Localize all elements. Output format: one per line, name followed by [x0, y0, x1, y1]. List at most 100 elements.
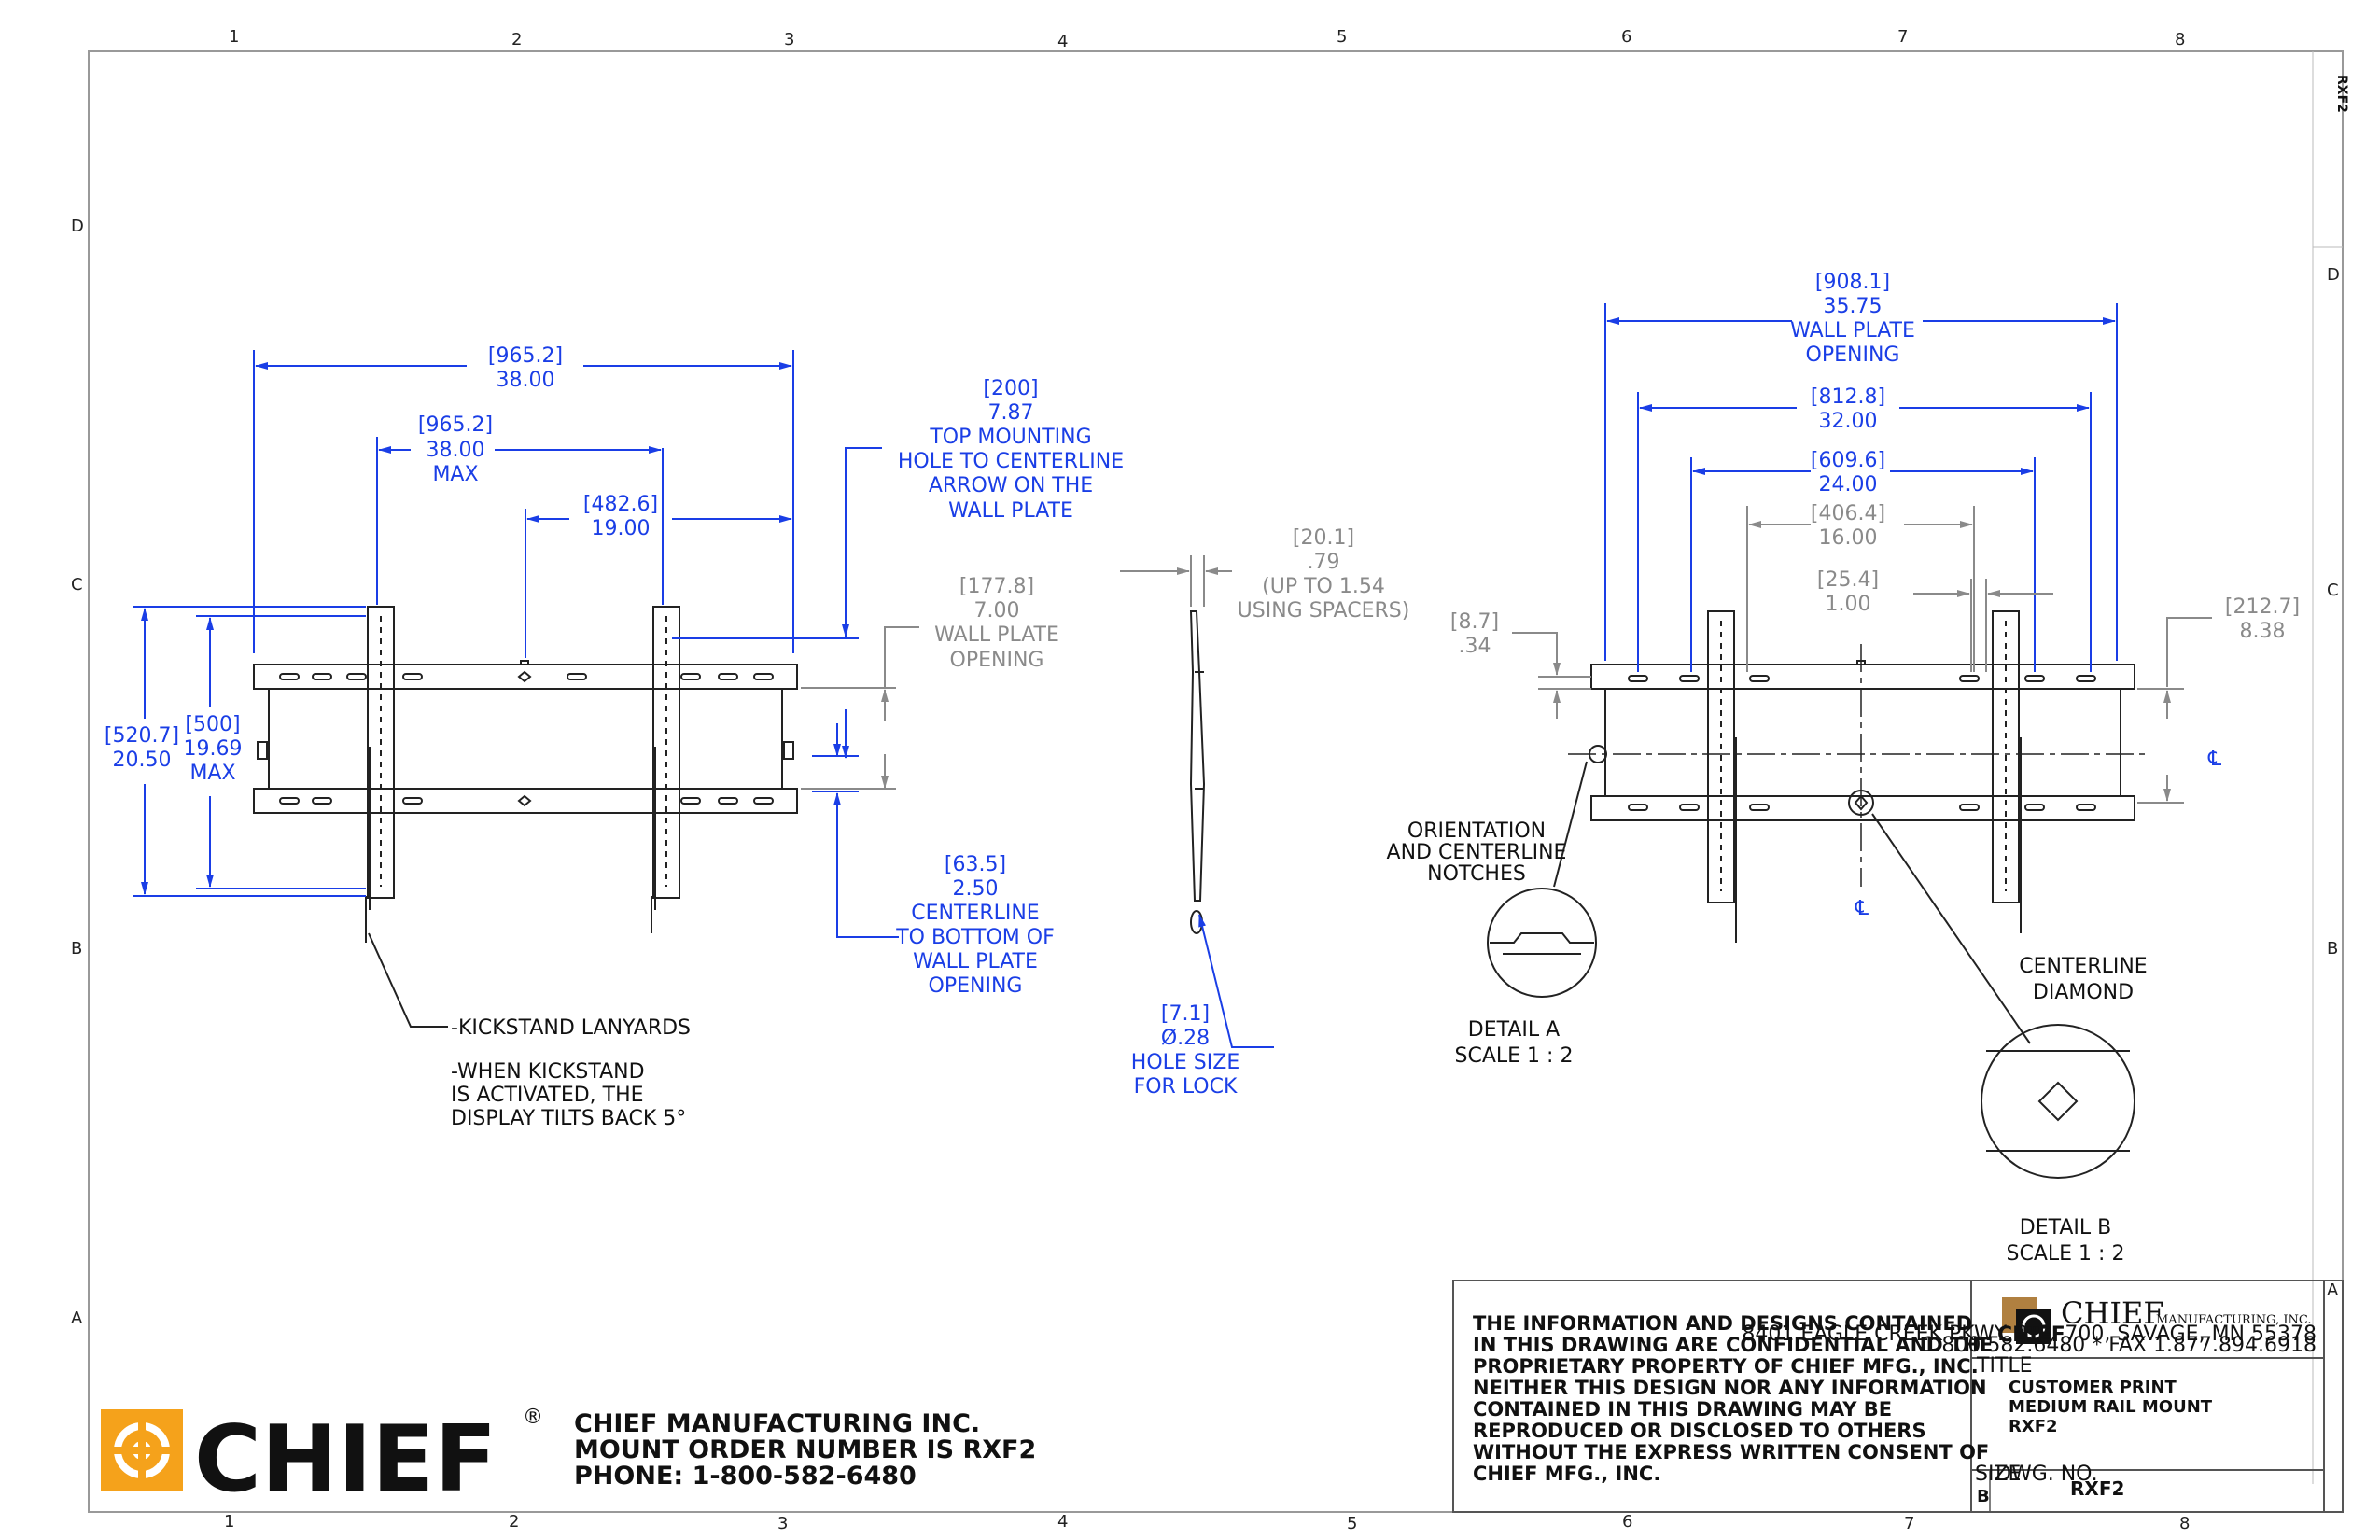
dim-24-metric: [609.6] — [1811, 449, 1885, 472]
note-tilt-line3: DISPLAY TILTS BACK 5° — [451, 1107, 686, 1130]
col-label-bottom: 3 — [777, 1514, 788, 1533]
col-label-bottom: 5 — [1347, 1514, 1357, 1533]
title-line3: RXF2 — [2009, 1417, 2058, 1436]
detail-a-scale: SCALE 1 : 2 — [1455, 1044, 1574, 1068]
drawing-text: REPRODUCED OR DISCLOSED TO OTHERS — [1473, 1420, 1926, 1442]
col-label-top: 1 — [229, 27, 239, 47]
dim-centerline-bottom-line1: CENTERLINE — [911, 902, 1039, 925]
dim-max-width-imperial: 38.00 — [427, 439, 485, 462]
small-logo-word: CHIEF — [2061, 1295, 2164, 1331]
orientation-note-2: AND CENTERLINE — [1387, 841, 1567, 864]
col-label-top: 6 — [1621, 27, 1631, 47]
small-logo-mfg: MANUFACTURING, INC. — [2156, 1313, 2312, 1327]
note-tilt-line2: IS ACTIVATED, THE — [451, 1084, 644, 1107]
dim-838-imperial: 8.38 — [2240, 620, 2286, 643]
dim-24-imperial: 24.00 — [1819, 473, 1878, 497]
dim-max-height-note: MAX — [189, 762, 235, 785]
dim-wall-plate-line1: WALL PLATE — [1790, 319, 1915, 343]
col-label-top: 4 — [1057, 32, 1068, 51]
chief-logo-reg: ® — [523, 1406, 543, 1429]
front-view: [965.2] 38.00 [965.2] 38.00 MAX [482.6] … — [105, 344, 1124, 1130]
dim-half-width-metric: [482.6] — [583, 493, 658, 516]
orientation-note-3: NOTCHES — [1427, 862, 1526, 886]
dim-centerline-bottom-line2: TO BOTTOM OF — [895, 926, 1055, 949]
dim-depth-imperial: .79 — [1308, 551, 1340, 574]
col-label-top: 5 — [1337, 27, 1347, 47]
row-label-right: A — [2327, 1281, 2339, 1300]
dim-838-metric: [212.7] — [2225, 595, 2300, 619]
dim-32-metric: [812.8] — [1811, 385, 1885, 409]
dim-top-mounting-line1: TOP MOUNTING — [929, 426, 1091, 449]
dim-overall-height-metric: [520.7] — [105, 724, 179, 748]
dim-top-mounting-line2: HOLE TO CENTERLINE — [898, 450, 1124, 473]
small-logo-sub: CHIEF — [1997, 1323, 2065, 1347]
dim-wall-plate-imperial: 35.75 — [1824, 295, 1883, 318]
chief-logo-mark — [101, 1409, 183, 1491]
col-label-bottom: 6 — [1622, 1512, 1632, 1532]
row-label-left: A — [71, 1309, 83, 1328]
dim-hole-line1: HOLE SIZE — [1131, 1051, 1239, 1074]
centerline-diamond-2: DIAMOND — [2033, 981, 2134, 1004]
dim-centerline-bottom-line3: WALL PLATE — [913, 950, 1038, 973]
dim-depth-note2: USING SPACERS) — [1238, 599, 1410, 623]
row-label-right: D — [2327, 265, 2340, 285]
drawing-text: THE INFORMATION AND DESIGNS CONTAINED — [1473, 1312, 1972, 1335]
dim-depth-metric: [20.1] — [1293, 526, 1354, 550]
dim-max-width-metric: [965.2] — [418, 413, 493, 437]
orientation-note-1: ORIENTATION — [1407, 819, 1546, 843]
title-line1: CUSTOMER PRINT — [2009, 1378, 2177, 1397]
dim-overall-height-imperial: 20.50 — [113, 749, 172, 772]
dim-wall-plate-opening-imperial: 7.00 — [974, 599, 1020, 623]
dwg-label: DWG. NO. — [1995, 1463, 2098, 1486]
confidential-notice: THE INFORMATION AND DESIGNS CONTAINED IN… — [1473, 1312, 1993, 1485]
drawing-text: CONTAINED IN THIS DRAWING MAY BE — [1473, 1398, 1892, 1421]
rear-view: [908.1] 35.75 WALL PLATE OPENING [812.8]… — [1387, 271, 2301, 1266]
detail-b-circle — [1981, 1024, 2135, 1179]
col-label-top: 7 — [1897, 27, 1908, 47]
dim-max-height-metric: [500] — [185, 713, 240, 736]
small-chief-logo — [2002, 1297, 2051, 1344]
dim-top-mounting-line3: ARROW ON THE — [929, 474, 1093, 497]
dim-overall-width-imperial: 38.00 — [497, 369, 555, 392]
dim-1-metric: [25.4] — [1817, 568, 1879, 592]
dwg-value: RXF2 — [2070, 1477, 2124, 1500]
col-label-bottom: 7 — [1904, 1514, 1914, 1533]
small-address-1: 8401 EAGLE CREEK PKWY STE. 700, SAVAGE, … — [1742, 1323, 2317, 1346]
row-label-right: B — [2327, 939, 2338, 959]
title-block: CHIEF ® CHIEF MANUFACTURING INC. MOUNT O… — [101, 1280, 2344, 1513]
phone: PHONE: 1-800-582-6480 — [574, 1462, 917, 1491]
note-kickstand-lanyards: -KICKSTAND LANYARDS — [451, 1016, 691, 1040]
grid-labels: 1 2 3 4 5 6 7 8 1 2 3 4 5 6 7 8 D C B A … — [71, 27, 2349, 1533]
col-label-bottom: 8 — [2179, 1514, 2190, 1533]
corner-tab: RXF2 — [2334, 75, 2349, 113]
detail-b-label: DETAIL B — [2020, 1216, 2111, 1239]
dim-wall-plate-line2: OPENING — [1806, 343, 1900, 367]
col-label-top: 8 — [2175, 30, 2185, 49]
col-label-top: 2 — [511, 30, 522, 49]
drawing-text: CHIEF MFG., INC. — [1473, 1463, 1660, 1485]
dim-32-imperial: 32.00 — [1819, 410, 1878, 433]
dim-034-imperial: .34 — [1459, 635, 1491, 658]
detail-b-scale: SCALE 1 : 2 — [2007, 1242, 2125, 1266]
dim-centerline-bottom-line4: OPENING — [929, 974, 1023, 998]
size-value: B — [1977, 1487, 1990, 1506]
detail-a-label: DETAIL A — [1468, 1018, 1560, 1042]
dim-wall-plate-opening-metric: [177.8] — [959, 575, 1034, 598]
row-label-right: C — [2327, 581, 2339, 600]
centerline-symbol: ℄ — [2207, 748, 2222, 771]
dim-top-mounting-line4: WALL PLATE — [948, 499, 1073, 523]
drawing-text: PROPRIETARY PROPERTY OF CHIEF MFG., INC. — [1473, 1355, 1979, 1378]
col-label-bottom: 4 — [1057, 1512, 1068, 1532]
dim-half-width-imperial: 19.00 — [592, 517, 651, 540]
dim-hole-metric: [7.1] — [1161, 1002, 1210, 1026]
dim-max-width-note: MAX — [432, 463, 478, 486]
dim-16-imperial: 16.00 — [1819, 526, 1878, 550]
row-label-left: B — [71, 939, 82, 959]
dim-overall-width-metric: [965.2] — [488, 344, 563, 368]
dim-hole-line2: FOR LOCK — [1134, 1075, 1238, 1099]
side-view: [20.1] .79 (UP TO 1.54 USING SPACERS) [7… — [1120, 526, 1409, 1099]
dim-top-mounting-imperial: 7.87 — [988, 401, 1034, 425]
col-label-bottom: 2 — [509, 1512, 519, 1532]
col-label-bottom: 1 — [224, 1512, 234, 1532]
